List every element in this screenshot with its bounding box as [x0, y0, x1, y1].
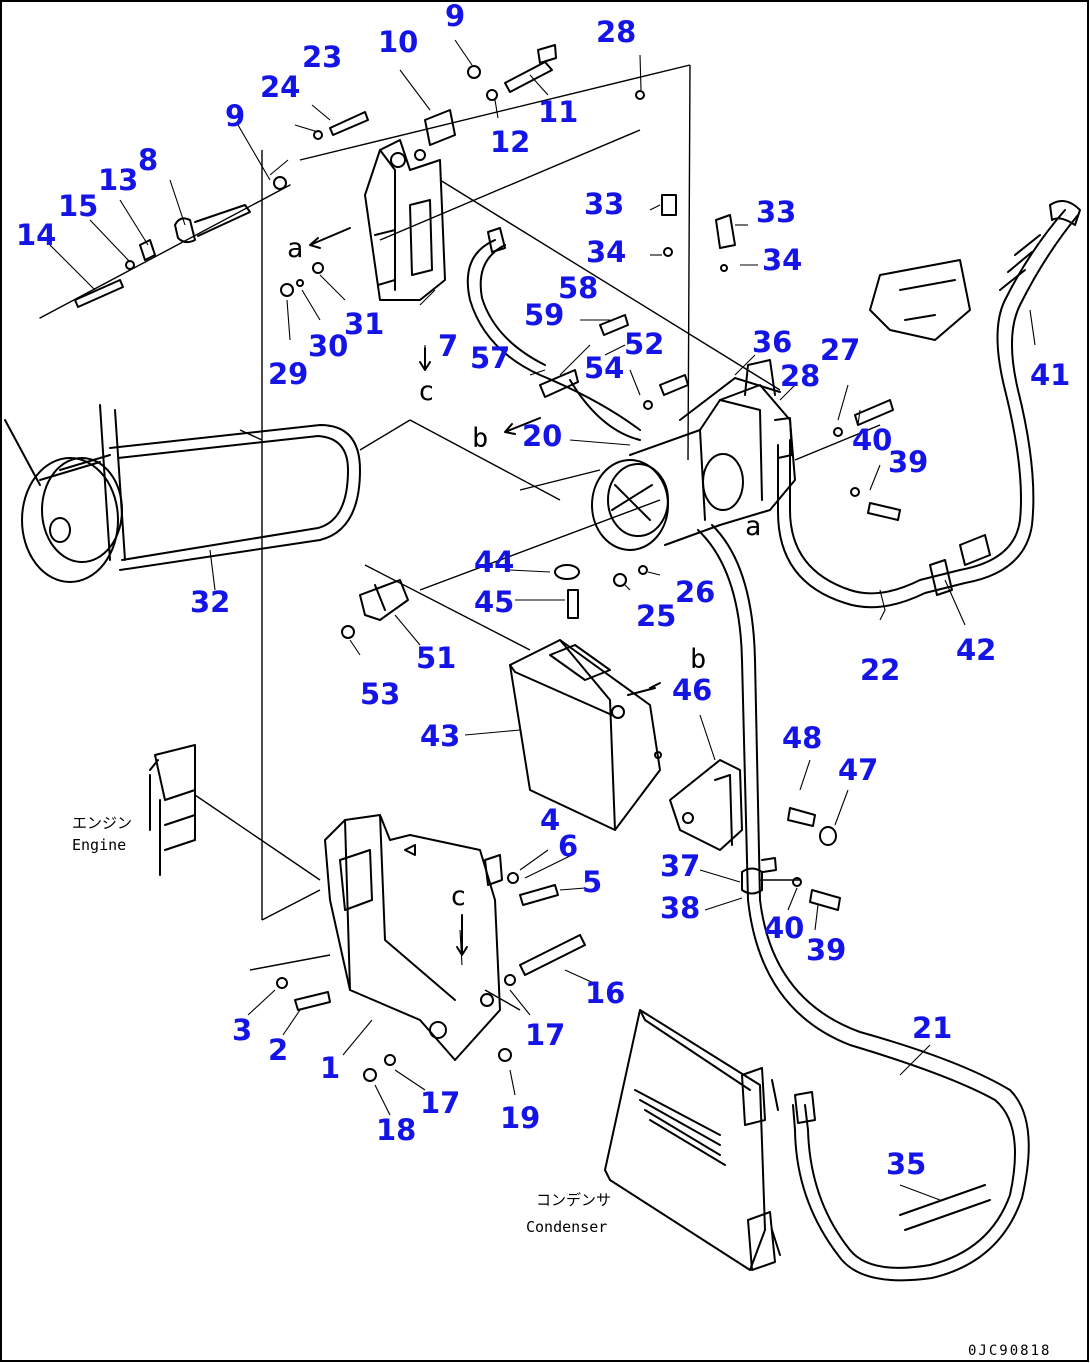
hose-21: [697, 524, 1030, 1282]
callout-33-left: 33: [584, 187, 624, 221]
callout-41: 41: [1030, 358, 1070, 392]
callout-4: 4: [540, 803, 560, 837]
callout-36: 36: [752, 325, 792, 359]
callout-17-right: 17: [525, 1018, 565, 1052]
callout-52: 52: [624, 327, 664, 361]
assembly-lines: [194, 64, 881, 1011]
callout-numbers: 1 2 3 4 5 6 7 8 9 9 10 11 12 13 14 15 16…: [16, 0, 1070, 1181]
callout-8: 8: [138, 143, 158, 177]
ref-b-2: b: [690, 644, 706, 675]
callout-43: 43: [420, 719, 460, 753]
callout-13: 13: [98, 163, 138, 197]
callout-42: 42: [956, 633, 996, 667]
hose-22: [777, 200, 1081, 609]
callout-27: 27: [820, 333, 860, 367]
callout-14: 14: [16, 218, 56, 252]
callout-39-bottom: 39: [806, 933, 846, 967]
callout-23: 23: [302, 40, 342, 74]
engine-bracket: [149, 744, 196, 876]
callout-16: 16: [585, 976, 625, 1010]
drawing-code: 0JC90818: [968, 1343, 1051, 1359]
cover-43: [509, 639, 662, 831]
callout-7: 7: [438, 329, 458, 363]
reference-arrows: [309, 227, 656, 956]
callout-54: 54: [584, 351, 624, 385]
callout-39-top: 39: [888, 445, 928, 479]
ref-c-1: c: [418, 376, 434, 407]
ref-a-2: a: [745, 511, 761, 542]
callout-51: 51: [416, 641, 456, 675]
callout-53: 53: [360, 677, 400, 711]
callout-24: 24: [260, 70, 300, 104]
callout-11: 11: [538, 95, 578, 129]
callout-9-top: 9: [445, 0, 465, 33]
ref-b-1: b: [472, 423, 488, 454]
callout-45: 45: [474, 585, 514, 619]
condenser-label-jp: コンデンサ: [536, 1191, 611, 1209]
leader-lines: [49, 39, 1036, 1201]
engine-pulley-belt: [4, 404, 361, 583]
bracket-51: [341, 579, 409, 639]
callout-9-left: 9: [225, 99, 245, 133]
callout-31: 31: [344, 307, 384, 341]
callout-28-top: 28: [596, 15, 636, 49]
callout-29: 29: [268, 357, 308, 391]
callout-26: 26: [675, 575, 715, 609]
callout-1: 1: [320, 1051, 340, 1085]
compressor: [591, 359, 796, 551]
callout-47: 47: [838, 753, 878, 787]
callout-57: 57: [470, 341, 510, 375]
callout-34-right: 34: [762, 243, 802, 277]
callout-21: 21: [912, 1011, 952, 1045]
callout-33-right: 33: [756, 195, 796, 229]
compressor-bracket-upper: [364, 139, 446, 301]
tension-bolt-assembly: [39, 184, 291, 319]
callout-58: 58: [558, 271, 598, 305]
callout-19: 19: [500, 1101, 540, 1135]
callout-3: 3: [232, 1013, 252, 1047]
callout-28-right: 28: [780, 359, 820, 393]
callout-34-left: 34: [586, 235, 626, 269]
callout-30: 30: [308, 329, 348, 363]
callout-5: 5: [582, 865, 602, 899]
condenser-label-en: Condenser: [526, 1218, 607, 1236]
engine-label-jp: エンジン: [72, 814, 132, 832]
callout-59: 59: [524, 298, 564, 332]
callout-22: 22: [860, 653, 900, 687]
callout-10: 10: [378, 25, 418, 59]
ref-c-2: c: [450, 881, 466, 912]
callout-32: 32: [190, 585, 230, 619]
callout-18: 18: [376, 1113, 416, 1147]
callout-20: 20: [522, 419, 562, 453]
engine-label-en: Engine: [72, 836, 126, 854]
callout-48: 48: [782, 721, 822, 755]
callout-40-top: 40: [852, 423, 892, 457]
compressor-hardware: [554, 194, 901, 619]
callout-37: 37: [660, 849, 700, 883]
hose-clamp: [741, 857, 841, 911]
callout-25: 25: [636, 599, 676, 633]
upper-hardware: [273, 44, 645, 297]
callout-40-bottom: 40: [764, 911, 804, 945]
condenser: [604, 1009, 781, 1271]
callout-44: 44: [474, 545, 514, 579]
callout-12: 12: [490, 125, 530, 159]
callout-2: 2: [268, 1033, 288, 1067]
hose-20: [466, 227, 641, 441]
ref-a-1: a: [287, 233, 303, 264]
callout-15: 15: [58, 189, 98, 223]
bracket-46: [669, 759, 837, 851]
callout-17-left: 17: [420, 1086, 460, 1120]
compressor-bracket-lower: [276, 814, 586, 1082]
callout-6: 6: [558, 829, 578, 863]
callout-38: 38: [660, 891, 700, 925]
callout-35: 35: [886, 1147, 926, 1181]
callout-46: 46: [672, 673, 712, 707]
